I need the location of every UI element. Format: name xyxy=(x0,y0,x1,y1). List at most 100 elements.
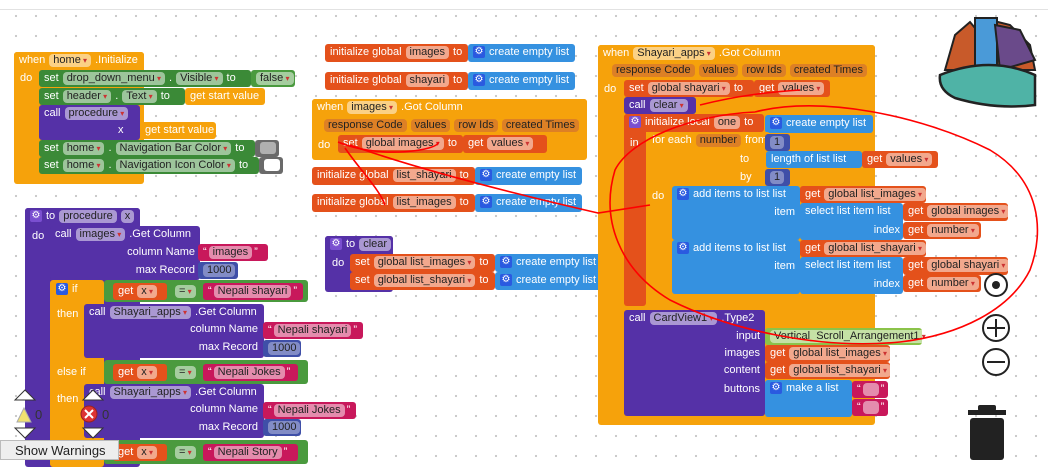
d1l-block[interactable]: ⚙create empty list xyxy=(475,167,582,185)
dropdown-field[interactable]: values xyxy=(487,137,534,150)
text-string[interactable]: “Nepali Story” xyxy=(208,446,287,459)
dropdown-field[interactable]: global images xyxy=(927,205,1010,218)
number-field[interactable]: 1000 xyxy=(268,342,301,355)
gear-icon[interactable]: ⚙ xyxy=(473,74,485,86)
dropdown-field[interactable]: global list_shayari xyxy=(373,274,476,287)
dropdown-field[interactable]: x xyxy=(137,366,158,379)
gear-icon[interactable]: ⚙ xyxy=(473,46,485,58)
gear-icon[interactable]: ⚙ xyxy=(770,382,782,394)
dropdown-field[interactable]: Navigation Bar Color xyxy=(115,142,232,155)
f-c3e-block[interactable]: = xyxy=(170,444,200,461)
gear-icon[interactable]: ⚙ xyxy=(629,116,641,128)
color-swatch[interactable] xyxy=(260,142,276,154)
dropdown-field[interactable]: global shayari xyxy=(647,82,730,95)
g4len-block[interactable]: length of list list xyxy=(766,151,862,168)
text-string[interactable]: “Nepali shayari” xyxy=(268,324,357,337)
d2l-block[interactable]: ⚙create empty list xyxy=(475,194,582,212)
gear-icon[interactable]: ⚙ xyxy=(480,196,492,208)
a3v-block[interactable]: get start value xyxy=(140,122,216,139)
name-field[interactable]: clear xyxy=(359,238,392,251)
text-string[interactable]: “Nepali Jokes” xyxy=(208,366,290,379)
name-field[interactable]: x xyxy=(120,210,135,223)
name-field[interactable]: procedure xyxy=(59,210,117,223)
f1av-block[interactable]: “images” xyxy=(198,244,268,261)
name-field[interactable]: list_images xyxy=(392,196,456,209)
gear-icon[interactable]: ⚙ xyxy=(30,210,42,222)
text-string[interactable]: “” xyxy=(857,383,884,396)
dropdown-field[interactable]: global shayari xyxy=(927,259,1010,272)
text-field[interactable]: Nepali shayari xyxy=(213,285,292,298)
e1l-block[interactable]: ⚙create empty list xyxy=(495,254,601,272)
dropdown-field[interactable]: global images xyxy=(361,137,444,150)
g4n1-block[interactable]: 1 xyxy=(765,134,790,151)
text-string[interactable]: “” xyxy=(857,401,884,414)
g7btn-block[interactable]: ⚙make a list xyxy=(765,380,852,417)
name-field[interactable]: row Ids xyxy=(742,64,786,77)
f3bv-block[interactable]: 1000 xyxy=(263,419,301,436)
dropdown-field[interactable]: Vertical_Scroll_Arrangement1 xyxy=(770,330,930,343)
dropdown-field[interactable]: home xyxy=(62,142,105,155)
gear-icon[interactable]: ⚙ xyxy=(330,238,342,250)
dropdown-field[interactable]: global list_images xyxy=(373,256,476,269)
text-string[interactable]: “Nepali Jokes” xyxy=(268,404,350,417)
g7t1-block[interactable]: “” xyxy=(852,381,888,398)
name-field[interactable]: number xyxy=(695,134,742,147)
a1v-block[interactable]: false xyxy=(251,70,295,87)
f-c2t-block[interactable]: “Nepali Jokes” xyxy=(203,364,298,381)
dropdown-field[interactable]: Navigation Icon Color xyxy=(115,159,235,172)
a4v-block[interactable] xyxy=(255,140,279,157)
dropdown-field[interactable]: number xyxy=(927,224,979,237)
gear-icon[interactable]: ⚙ xyxy=(56,283,68,295)
name-field[interactable]: created Times xyxy=(789,64,867,77)
text-field[interactable] xyxy=(862,383,879,396)
text-field[interactable]: Nepali Jokes xyxy=(273,404,345,417)
gear-icon[interactable]: ⚙ xyxy=(677,188,689,200)
f3av-block[interactable]: “Nepali Jokes” xyxy=(263,402,356,419)
b1l-block[interactable]: ⚙create empty list xyxy=(468,44,575,62)
dropdown-field[interactable]: home xyxy=(49,54,92,67)
name-field[interactable]: row Ids xyxy=(454,119,498,132)
dropdown-field[interactable]: Text xyxy=(122,90,157,103)
name-field[interactable]: response Code xyxy=(612,64,695,77)
number-field[interactable]: 1000 xyxy=(203,264,236,277)
dropdown-field[interactable]: global list_images xyxy=(824,188,926,201)
text-field[interactable]: Nepali Jokes xyxy=(213,366,285,379)
dropdown-field[interactable]: Shayari_apps xyxy=(109,386,192,399)
g4n2-block[interactable]: 1 xyxy=(765,169,790,186)
dropdown-field[interactable]: = xyxy=(175,446,196,459)
dropdown-field[interactable]: global list_shayari xyxy=(824,242,926,255)
text-field[interactable]: Nepali Story xyxy=(213,446,282,459)
g3l-block[interactable]: ⚙create empty list xyxy=(765,115,873,133)
g7t2-block[interactable]: “” xyxy=(852,399,888,416)
name-field[interactable]: values xyxy=(410,119,451,132)
dropdown-field[interactable]: images xyxy=(347,101,398,114)
dropdown-field[interactable]: Shayari_apps xyxy=(633,47,715,60)
g7in-block[interactable]: Vertical_Scroll_Arrangement1 xyxy=(765,328,930,345)
dropdown-field[interactable]: x xyxy=(137,446,158,459)
